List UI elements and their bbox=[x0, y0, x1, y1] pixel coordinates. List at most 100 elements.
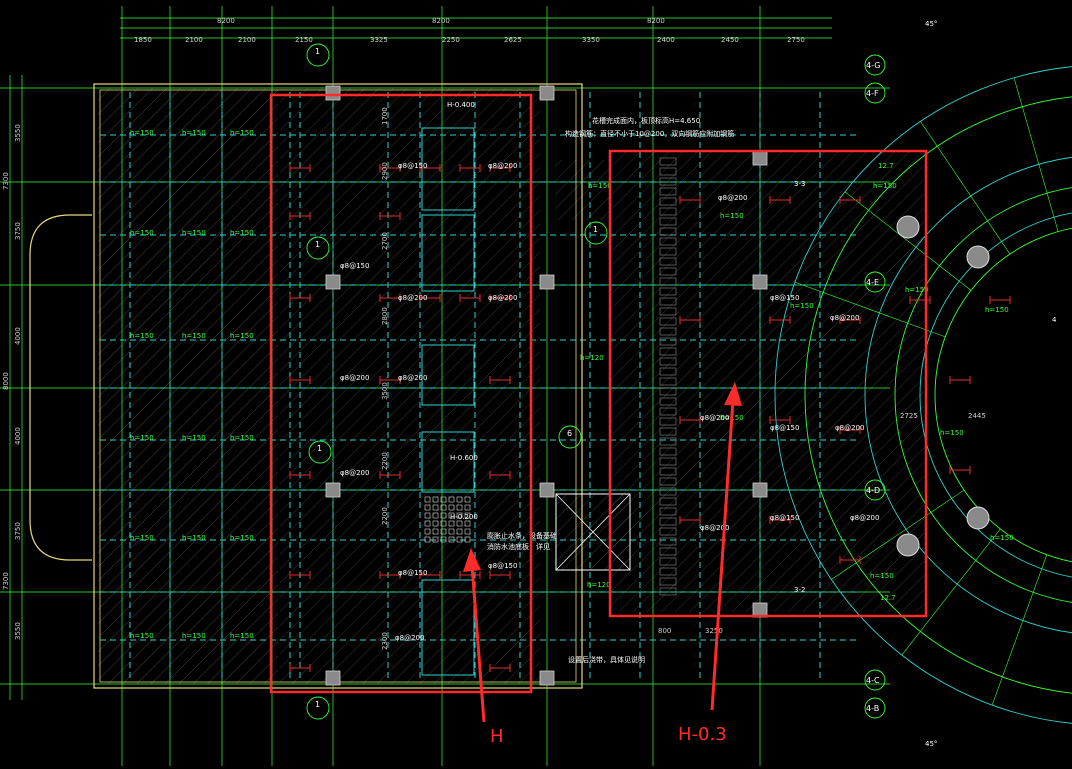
dim-top-detail: 2625 bbox=[504, 36, 522, 44]
dim-top-overall: 8200 bbox=[432, 17, 450, 25]
outer-wall bbox=[93, 83, 583, 689]
arc-radial-line bbox=[1013, 77, 1059, 232]
level-h200: H-0.200 bbox=[450, 513, 478, 521]
rebar-label: φ8@150 bbox=[770, 294, 799, 302]
stair-tread bbox=[659, 157, 677, 166]
slab-thickness-label: h=150 bbox=[873, 182, 897, 190]
square-column bbox=[752, 150, 768, 166]
grating-cell bbox=[432, 536, 439, 543]
grid-bubble-circle bbox=[306, 696, 330, 720]
arc-radial-line bbox=[844, 191, 972, 291]
grating-cell bbox=[448, 536, 455, 543]
dim-right-block: 2725 bbox=[900, 412, 918, 420]
grating-cell bbox=[456, 512, 463, 519]
square-column bbox=[752, 482, 768, 498]
dim-left-outer: 7300 bbox=[2, 572, 10, 590]
rounded-wall bbox=[29, 214, 92, 561]
grating-cell bbox=[424, 520, 431, 527]
stair-tread bbox=[659, 587, 677, 596]
opening-box bbox=[555, 493, 631, 571]
stair-tread bbox=[659, 577, 677, 586]
grid-bubble-circle bbox=[584, 221, 608, 245]
grating-cell bbox=[440, 528, 447, 535]
grid-bubble-circle bbox=[558, 425, 582, 449]
dim-column: 3500 bbox=[381, 382, 389, 400]
arc-ring bbox=[894, 187, 1072, 603]
slab-thickness-label: h=150 bbox=[905, 286, 929, 294]
rebar-label: φ8@200 bbox=[835, 424, 864, 432]
dim-bottom-right: 800 bbox=[658, 627, 671, 635]
stair-tread bbox=[659, 497, 677, 506]
dim-top-detail: 1850 bbox=[134, 36, 152, 44]
stair-tread bbox=[659, 567, 677, 576]
annotation-arrows: H H-0.3 bbox=[463, 382, 742, 747]
dim-left: 3550 bbox=[14, 622, 22, 640]
opening-diagonal bbox=[555, 493, 631, 571]
dim-top-detail: 2150 bbox=[295, 36, 313, 44]
section-mark: 3-2 bbox=[794, 586, 805, 594]
grid-tag-label: 4-G bbox=[866, 61, 880, 70]
grating-cell bbox=[456, 520, 463, 527]
slab-thickness-label: h=150 bbox=[230, 129, 254, 137]
grid-tag-circle bbox=[864, 271, 886, 293]
slab-thickness-label: h=150 bbox=[182, 534, 206, 542]
curved-structure bbox=[774, 66, 1072, 724]
rebar-label: φ8@200 bbox=[488, 162, 517, 170]
slab-thickness-label: h=150 bbox=[182, 434, 206, 442]
rebar-label: φ8@150 bbox=[488, 562, 517, 570]
pit-outline bbox=[421, 127, 475, 211]
slab-thickness-label: h=150 bbox=[990, 534, 1014, 542]
grid-tag-label: 4-F bbox=[866, 89, 879, 98]
grating-cell bbox=[424, 512, 431, 519]
arc-ring bbox=[919, 212, 1072, 578]
dim-top-detail: 2250 bbox=[442, 36, 460, 44]
square-column bbox=[539, 85, 555, 101]
slab-hatch-areas bbox=[98, 88, 924, 684]
grating-cell bbox=[456, 528, 463, 535]
square-column bbox=[325, 670, 341, 686]
stair-tread bbox=[659, 227, 677, 236]
stair-tread bbox=[659, 527, 677, 536]
slab-thickness-label: h=150 bbox=[230, 632, 254, 640]
grating-cell bbox=[424, 504, 431, 511]
pit-outline bbox=[421, 344, 475, 406]
stair-tread bbox=[659, 407, 677, 416]
tag-angle: 45° bbox=[925, 740, 937, 748]
grating-cell bbox=[464, 496, 471, 503]
stair-tread bbox=[659, 367, 677, 376]
round-column bbox=[966, 506, 990, 530]
grating-cell bbox=[448, 528, 455, 535]
grating-cell bbox=[464, 520, 471, 527]
rebar-label: φ8@200 bbox=[398, 294, 427, 302]
grating-cell bbox=[424, 536, 431, 543]
square-column bbox=[325, 274, 341, 290]
square-column bbox=[325, 482, 341, 498]
slab-thickness-label: h=150 bbox=[230, 332, 254, 340]
slab-thickness-label: h=150 bbox=[182, 332, 206, 340]
grating-cell bbox=[424, 528, 431, 535]
grid-bubble-label: 6 bbox=[567, 429, 572, 438]
stair-tread bbox=[659, 467, 677, 476]
dim-top-detail: 2400 bbox=[657, 36, 675, 44]
dim-left: 3750 bbox=[14, 222, 22, 240]
note-top-right-1: 花槽完成面内，板顶标高H=4.650 bbox=[592, 116, 700, 125]
stair-tread bbox=[659, 437, 677, 446]
grid-tag-circle bbox=[864, 669, 886, 691]
stair-tread bbox=[659, 487, 677, 496]
grating-cell bbox=[440, 496, 447, 503]
rebar-marks bbox=[289, 164, 1011, 672]
stair-tread bbox=[659, 457, 677, 466]
grating-cell bbox=[432, 520, 439, 527]
level-h600: H-0.600 bbox=[450, 454, 478, 462]
arc-radial-line bbox=[794, 281, 946, 338]
slab-thickness-label: h=150 bbox=[130, 129, 154, 137]
slab-h120-b: h=120 bbox=[587, 581, 611, 589]
stair-tread bbox=[659, 337, 677, 346]
columns bbox=[325, 85, 990, 686]
note-bottom: 设置后浇带，具体见说明 bbox=[568, 655, 645, 664]
stair-tread bbox=[659, 177, 677, 186]
square-column bbox=[752, 274, 768, 290]
